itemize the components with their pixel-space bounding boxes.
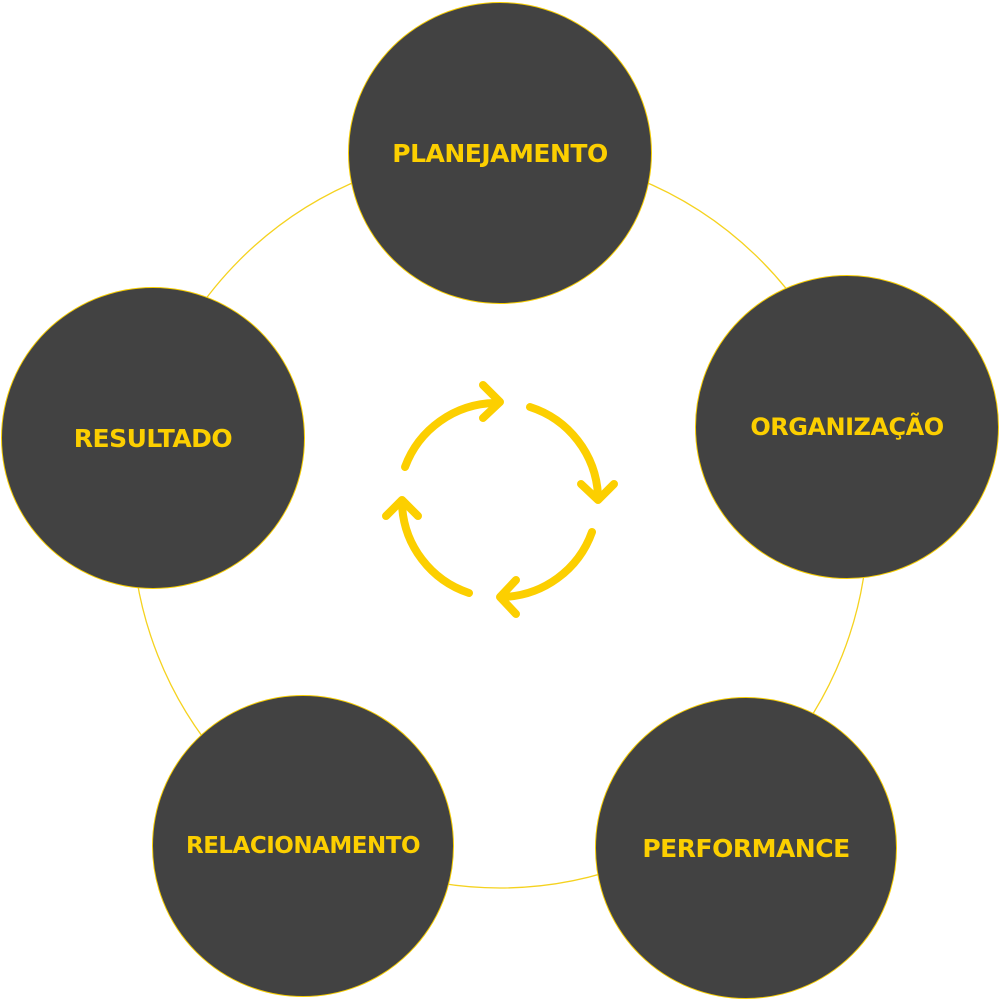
cycle-arc-right: [526, 403, 602, 499]
node-resultado: RESULTADO: [1, 287, 305, 589]
node-label-planejamento: PLANEJAMENTO: [392, 138, 608, 168]
node-performance: PERFORMANCE: [595, 697, 897, 999]
node-label-organizacao: ORGANIZAÇÃO: [750, 413, 944, 441]
node-label-resultado: RESULTADO: [73, 423, 233, 453]
cycle-arrowhead-bottom: [496, 576, 520, 618]
cycle-arrows-icon: [382, 381, 618, 618]
node-label-relacionamento: RELACIONAMENTO: [185, 833, 421, 859]
node-relacionamento: RELACIONAMENTO: [152, 695, 454, 997]
node-label-performance: PERFORMANCE: [642, 833, 850, 863]
cycle-arrowhead-top: [479, 381, 504, 422]
cycle-arrowhead-right: [577, 480, 618, 504]
cycle-arc-bottom: [499, 528, 596, 601]
node-planejamento: PLANEJAMENTO: [348, 2, 652, 304]
cycle-arc-left: [398, 501, 473, 597]
cycle-arc-top: [401, 399, 499, 471]
node-organizacao: ORGANIZAÇÃO: [695, 275, 999, 579]
cycle-arrowhead-left: [382, 496, 422, 520]
